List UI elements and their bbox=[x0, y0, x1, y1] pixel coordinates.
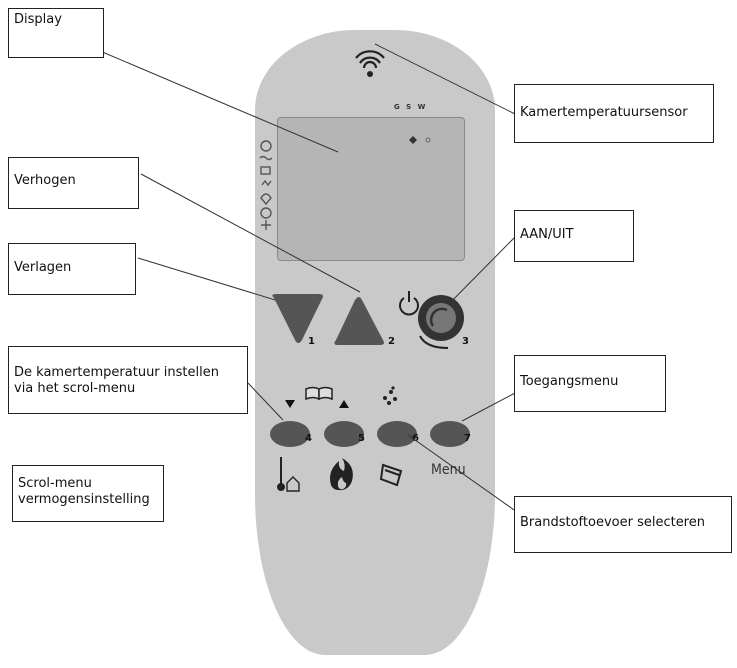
drops-icon bbox=[261, 179, 272, 187]
button-6[interactable] bbox=[377, 421, 417, 447]
button-number-5: 5 bbox=[358, 433, 365, 444]
clock-icon bbox=[260, 140, 272, 152]
button-number-7: 7 bbox=[464, 433, 471, 444]
leader-display bbox=[99, 50, 339, 153]
button-7[interactable] bbox=[430, 421, 470, 447]
sensor-dot-icon bbox=[367, 71, 373, 77]
display-indicator-gsw: G S W bbox=[394, 103, 428, 111]
menu-label: Menu bbox=[431, 462, 466, 478]
callout-display: Display bbox=[8, 8, 104, 58]
button-5[interactable] bbox=[324, 421, 364, 447]
button-number-1: 1 bbox=[308, 336, 315, 347]
wave-icon bbox=[259, 155, 273, 161]
callout-access-menu: Toegangsmenu bbox=[514, 355, 666, 412]
fuel-small-icon bbox=[260, 166, 271, 175]
leader-lines bbox=[99, 43, 518, 513]
button-4[interactable] bbox=[270, 421, 310, 447]
leader-sensor bbox=[374, 43, 516, 115]
fuel-drops-icon bbox=[383, 386, 397, 405]
thermometer-house-icon bbox=[277, 457, 300, 492]
button-number-3: 3 bbox=[462, 336, 469, 347]
callout-room-temp: De kamertemperatuur instellen via het sc… bbox=[8, 346, 248, 414]
leader-increase bbox=[140, 173, 361, 293]
leader-room-temp bbox=[247, 382, 284, 421]
callout-increase: Verhogen bbox=[8, 157, 139, 209]
leader-decrease bbox=[137, 257, 286, 304]
sensor-wifi-icon bbox=[355, 50, 385, 69]
display-side-icons bbox=[259, 140, 273, 230]
increase-triangle-button bbox=[334, 297, 384, 345]
power-symbol-icon bbox=[399, 291, 419, 316]
callout-power-scroll: Scrol-menu vermogensinstelling bbox=[12, 465, 164, 522]
fan-icon bbox=[260, 207, 272, 219]
book-icon bbox=[305, 386, 333, 401]
callout-decrease: Verlagen bbox=[8, 243, 136, 295]
flame-icon bbox=[330, 458, 353, 491]
callout-fuel-select: Brandstoftoevoer selecteren bbox=[514, 496, 732, 553]
display-marker-small-icon bbox=[425, 137, 431, 143]
fuel-bin-icon bbox=[379, 463, 403, 487]
button-number-4: 4 bbox=[305, 433, 312, 444]
button-number-2: 2 bbox=[388, 336, 395, 347]
leader-access-menu bbox=[461, 391, 518, 422]
down-arrow-icon bbox=[285, 400, 295, 408]
callout-power: AAN/UIT bbox=[514, 210, 634, 262]
button-number-6: 6 bbox=[412, 433, 419, 444]
flame-small-icon bbox=[260, 193, 272, 206]
up-arrow-icon bbox=[339, 400, 349, 408]
power-knob-button bbox=[418, 295, 464, 349]
callout-sensor: Kamertemperatuursensor bbox=[514, 84, 714, 143]
snowflake-icon bbox=[261, 220, 271, 230]
decrease-triangle-button bbox=[272, 294, 323, 343]
remote-display-panel bbox=[277, 117, 465, 261]
display-marker-icon bbox=[409, 136, 417, 144]
leader-fuel-select bbox=[407, 434, 518, 513]
